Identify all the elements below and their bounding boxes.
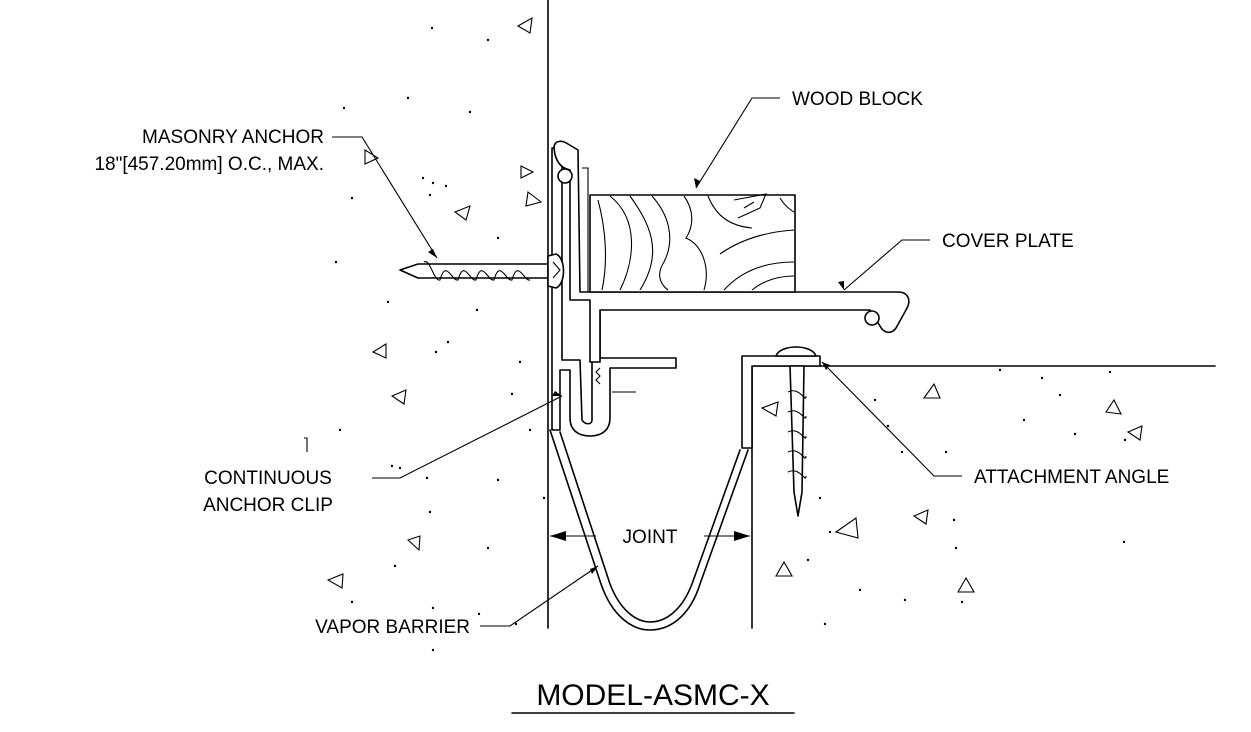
wood-block	[589, 193, 796, 293]
joint-dimension	[550, 531, 750, 541]
cover-plate-leader	[843, 239, 930, 291]
continuous-anchor-clip	[551, 147, 677, 437]
attachment-angle	[741, 355, 821, 449]
anchor-clip-leader	[372, 395, 563, 479]
right-concrete-texture	[760, 368, 1143, 626]
masonry-anchor-screw	[399, 253, 565, 289]
label-continuous-anchor-clip-line2: ANCHOR CLIP	[203, 495, 333, 516]
wood-block-leader	[695, 97, 780, 189]
leader-lines	[332, 97, 962, 627]
vapor-barrier	[549, 429, 749, 631]
label-attachment-angle: ATTACHMENT ANGLE	[974, 467, 1169, 488]
drawing-title: MODEL-ASMC-X	[536, 679, 769, 712]
label-masonry-anchor-line1: MASONRY ANCHOR	[142, 127, 324, 148]
label-vapor-barrier: VAPOR BARRIER	[315, 617, 470, 638]
cover-plate	[553, 140, 910, 363]
label-continuous-anchor-clip-line1: CONTINUOUS	[204, 468, 332, 489]
attachment-angle-leader	[821, 361, 962, 477]
left-concrete-texture	[304, 16, 546, 652]
label-masonry-anchor-line2: 18"[457.20mm] O.C., MAX.	[94, 154, 324, 175]
label-cover-plate: COVER PLATE	[942, 231, 1074, 252]
label-joint: JOINT	[623, 527, 678, 548]
attachment-screw	[775, 346, 817, 517]
vapor-barrier-leader	[480, 565, 599, 627]
label-wood-block: WOOD BLOCK	[792, 89, 923, 110]
masonry-anchor-leader	[332, 136, 438, 259]
right-slab-edge	[751, 365, 1216, 629]
